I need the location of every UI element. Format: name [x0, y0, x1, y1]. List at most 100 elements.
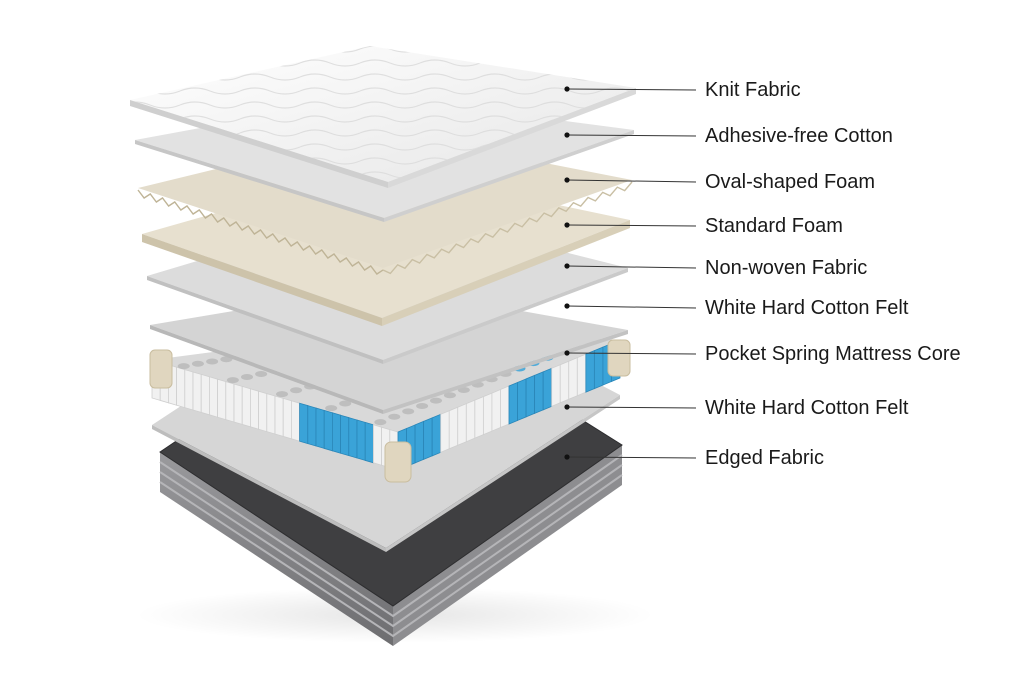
spring-cell — [282, 397, 292, 440]
leader-dot — [564, 404, 570, 410]
spring-cell — [299, 402, 309, 445]
spring-cell — [323, 409, 333, 452]
spring-cell — [274, 395, 284, 437]
spring-top — [226, 377, 239, 384]
spring-top — [206, 358, 219, 365]
spring-top — [191, 360, 204, 367]
leader-line — [566, 406, 697, 409]
leader-dot — [564, 263, 570, 269]
spring-cell — [576, 353, 587, 397]
spring-cell — [551, 364, 561, 407]
leader-dot — [564, 350, 570, 356]
zigzag-left — [137, 189, 384, 275]
leader-dot — [564, 222, 570, 228]
spring-cell — [176, 366, 186, 409]
leader-dot — [564, 454, 570, 460]
spring-top — [290, 387, 303, 394]
spring-top — [276, 391, 289, 398]
spring-cell — [217, 378, 227, 421]
spring-cell — [474, 396, 484, 439]
leader-line — [566, 134, 697, 137]
leader-line — [566, 88, 697, 91]
spring-cell — [500, 385, 510, 429]
leader-dot — [564, 132, 570, 138]
leader-line — [566, 305, 697, 309]
spring-top — [339, 400, 352, 407]
spring-cell — [258, 390, 268, 433]
zigzag-right — [382, 181, 633, 275]
spring-cell — [423, 417, 433, 460]
spring-cell — [440, 410, 450, 453]
label-white-hard-cotton-felt-lower: White Hard Cotton Felt — [705, 397, 909, 419]
label-white-hard-cotton-felt-upper: White Hard Cotton Felt — [705, 297, 909, 319]
spring-top — [255, 371, 268, 378]
spring-top — [443, 392, 456, 399]
spring-cell — [332, 412, 341, 454]
spring-cell — [184, 369, 194, 411]
spring-cell — [315, 407, 325, 449]
spring-cell — [250, 388, 259, 430]
spring-cell — [508, 381, 518, 425]
leader-line — [566, 352, 697, 355]
spring-top — [374, 419, 387, 426]
spring-cell — [225, 381, 235, 423]
corner-cap-right — [607, 339, 631, 377]
spring-cell — [348, 417, 358, 459]
spring-cell — [542, 367, 553, 411]
spring-cell — [534, 371, 544, 414]
leader-line — [566, 224, 697, 227]
leader-line — [566, 265, 697, 269]
corner-caps — [149, 339, 631, 483]
leader-line — [566, 456, 697, 459]
spring-cell — [525, 374, 536, 418]
oval-foam-zigzag-edge — [137, 181, 633, 275]
corner-cap-left — [149, 349, 173, 389]
spring-cell — [568, 357, 578, 400]
label-knit-fabric: Knit Fabric — [705, 79, 801, 101]
leader-dot — [564, 303, 570, 309]
spring-cell — [457, 403, 467, 446]
spring-top — [416, 403, 429, 410]
spring-cell — [482, 392, 493, 436]
leader-dot — [564, 177, 570, 183]
corner-cap-front — [384, 441, 412, 483]
spring-top — [325, 405, 338, 412]
label-pocket-spring-core: Pocket Spring Mattress Core — [705, 343, 961, 365]
leader-dot — [564, 86, 570, 92]
spring-cell — [585, 350, 595, 393]
spring-cell — [448, 406, 459, 450]
label-standard-foam: Standard Foam — [705, 215, 843, 237]
spring-top — [402, 408, 415, 415]
spring-cell — [291, 400, 300, 442]
leader-line — [566, 179, 697, 183]
spring-cell — [559, 360, 570, 404]
spring-cell — [241, 385, 251, 428]
label-oval-shaped-foam: Oval-shaped Foam — [705, 171, 876, 193]
spring-cell — [491, 388, 501, 432]
label-non-woven-fabric: Non-woven Fabric — [705, 257, 868, 279]
spring-cell — [340, 414, 350, 457]
spring-top — [430, 397, 443, 404]
spring-cell — [465, 399, 476, 443]
knit-fabric-layer — [130, 46, 636, 188]
spring-cell — [414, 420, 425, 464]
leader-lines — [564, 86, 697, 460]
spring-cell — [233, 383, 243, 425]
spring-cell — [517, 378, 527, 422]
spring-cell — [192, 371, 202, 413]
spring-cell — [209, 376, 218, 418]
spring-cell — [266, 393, 276, 435]
spring-cell — [307, 405, 317, 447]
spring-cell — [356, 419, 366, 461]
spring-top — [177, 363, 190, 370]
spring-cell — [431, 413, 442, 457]
label-adhesive-free-cotton: Adhesive-free Cotton — [705, 125, 893, 147]
spring-cell — [364, 421, 374, 464]
spring-top — [388, 413, 401, 420]
label-edged-fabric: Edged Fabric — [705, 447, 824, 469]
spring-cell — [373, 424, 382, 466]
spring-cell — [200, 373, 210, 416]
spring-top — [241, 374, 254, 381]
